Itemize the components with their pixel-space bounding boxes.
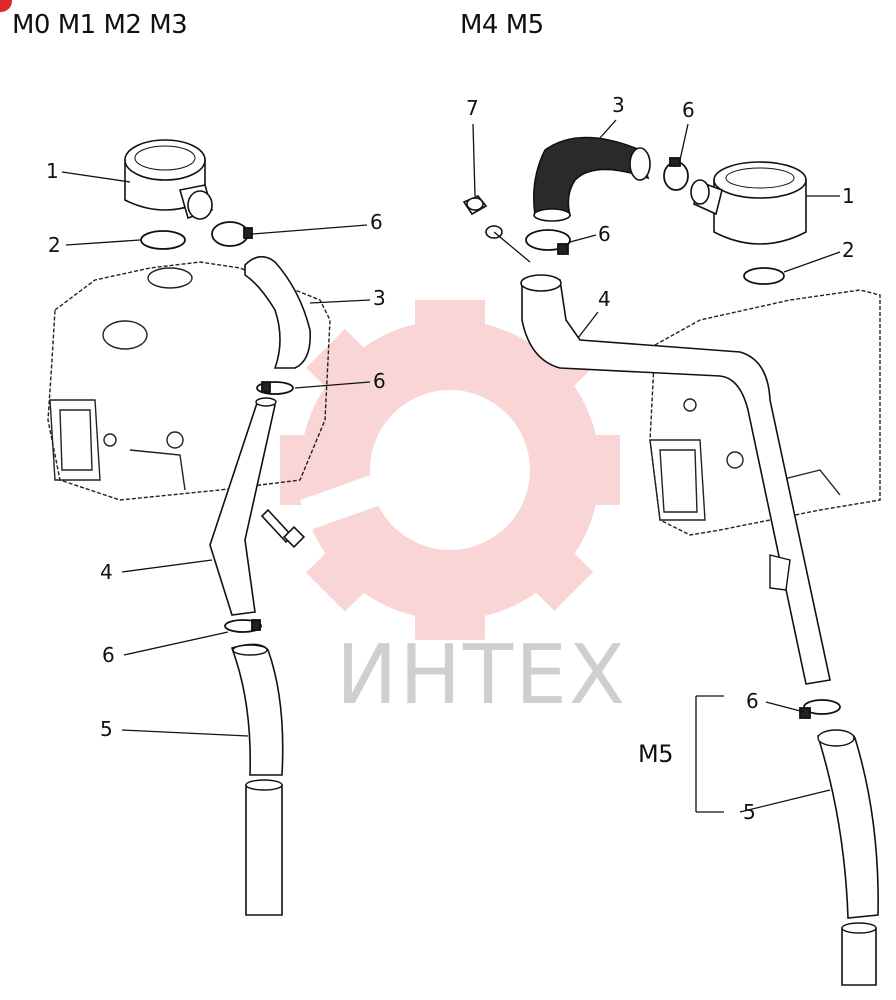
watermark-gear-icon xyxy=(280,300,620,640)
left-o-ring xyxy=(140,230,186,250)
right-nut xyxy=(462,195,488,216)
left-bolt xyxy=(260,508,306,549)
left-hose-tail xyxy=(245,784,283,916)
right-long-pipe xyxy=(521,279,831,685)
right-clamp-low xyxy=(799,699,841,719)
callout-right-1: 1 xyxy=(842,184,855,208)
right-engine-block xyxy=(649,289,881,536)
callout-right-5: 5 xyxy=(743,800,756,824)
right-clamp-top xyxy=(663,157,689,191)
watermark-text: ИНТЕХ xyxy=(336,628,628,723)
callout-right-4: 4 xyxy=(598,287,611,311)
left-hose-upper xyxy=(244,255,312,369)
callout-left-2: 2 xyxy=(48,233,61,257)
right-leader-lines xyxy=(472,119,841,813)
right-pipe-bracket xyxy=(769,554,791,591)
callout-right-7: 7 xyxy=(466,96,479,120)
callout-right-6c: 6 xyxy=(746,689,759,713)
variant-group-label: M5 xyxy=(638,740,673,768)
callout-left-1: 1 xyxy=(46,159,59,183)
callout-right-2: 2 xyxy=(842,238,855,262)
right-clamp-mid xyxy=(525,229,571,255)
right-hose-lower xyxy=(817,731,879,919)
callout-left-5: 5 xyxy=(100,717,113,741)
left-leader-lines xyxy=(61,171,371,737)
header-left-models: M0 M1 M2 M3 xyxy=(12,10,188,40)
right-o-ring xyxy=(743,267,785,285)
left-hose-lower xyxy=(230,643,284,776)
callout-left-6b: 6 xyxy=(373,369,386,393)
left-pipe xyxy=(209,399,276,616)
callout-left-6a: 6 xyxy=(370,210,383,234)
callout-right-3: 3 xyxy=(612,93,625,117)
right-breather-cap xyxy=(690,161,807,245)
callout-left-3: 3 xyxy=(373,286,386,310)
callout-left-6c: 6 xyxy=(102,643,115,667)
right-elbow-hose xyxy=(532,136,650,216)
left-breather-cap xyxy=(124,139,213,220)
header-right-models: M4 M5 xyxy=(460,10,544,40)
left-clamp-mid xyxy=(256,381,294,395)
right-hose-tail xyxy=(841,927,877,986)
callout-right-6a: 6 xyxy=(682,98,695,122)
callout-right-6b: 6 xyxy=(598,222,611,246)
left-clamp-low xyxy=(224,619,262,633)
left-engine-block xyxy=(47,261,331,501)
left-clamp-top xyxy=(211,221,253,247)
callout-left-4: 4 xyxy=(100,560,113,584)
